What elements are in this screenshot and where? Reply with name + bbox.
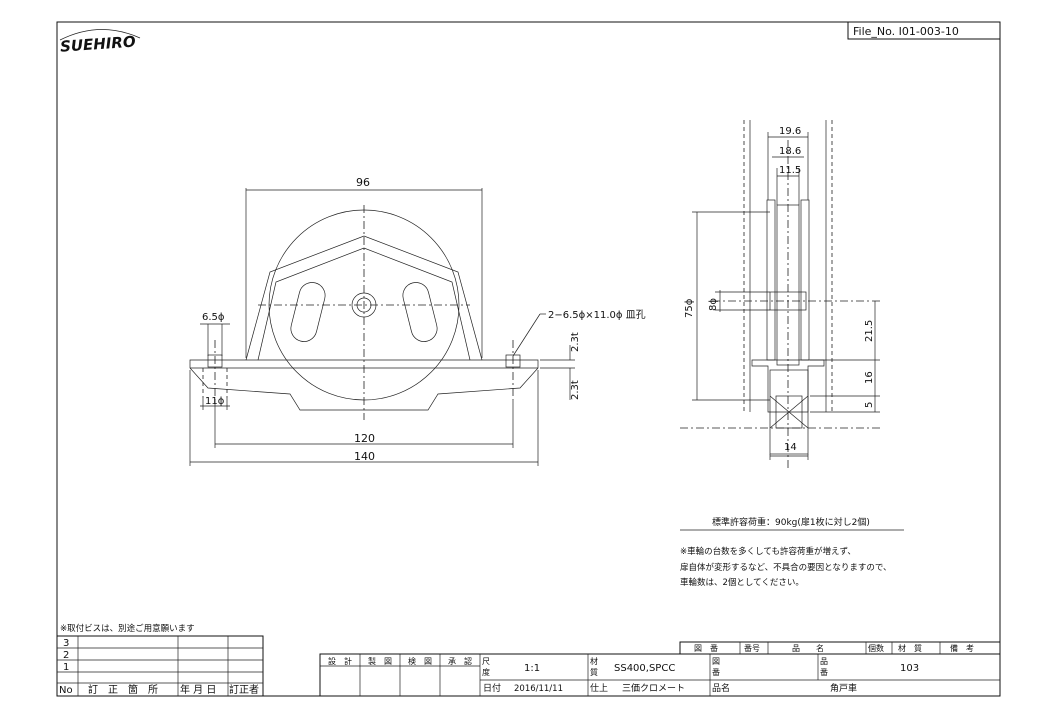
file-number-box: File_No. I01-003-10	[847, 21, 1001, 40]
dim-19-6: 19.6	[779, 126, 801, 137]
dim-140: 140	[354, 450, 375, 463]
svg-text:SUEHIRO: SUEHIRO	[59, 33, 136, 56]
date-value: 2016/11/11	[514, 684, 563, 694]
side-view: 19.6 18.6 11.5 75ϕ 8ϕ 21.5 16 5 14	[680, 120, 880, 470]
suehiro-logo: SUEHIRO	[59, 29, 141, 56]
parts-header-remarks: 備 考	[950, 643, 974, 653]
design-label: 設 計	[328, 656, 352, 666]
parts-header-qty: 個数	[868, 643, 884, 653]
date-label: 日付	[483, 683, 501, 694]
title-block: 設 計 製 図 検 図 承 認 尺 度 1:1 日付 2016/11/11 材 …	[319, 653, 1001, 697]
side-plate-left	[766, 199, 776, 361]
screw-note: ※取付ビスは、別途ご用意願います	[60, 623, 195, 634]
scale-value: 1:1	[524, 663, 540, 674]
parts-header-drawing-no: 図 番	[694, 643, 718, 653]
drawing-no-label-1: 図	[712, 657, 720, 666]
revision-header-person: 訂正者	[229, 683, 259, 696]
scale-label-1: 尺	[482, 657, 490, 666]
part-no-label-1: 品	[820, 657, 828, 666]
notes: 標準許容荷重：90kg(扉1枚に対し2個) ※車輪の台数を多くしても許容荷重が増…	[60, 516, 904, 634]
slot-right	[402, 282, 438, 342]
check-label: 検 図	[408, 656, 432, 666]
dim-120: 120	[354, 432, 375, 445]
dim-11-5: 11.5	[779, 165, 801, 176]
side-plate-right	[800, 199, 810, 361]
revision-header-place: 訂 正 箇 所	[88, 683, 158, 696]
parts-header-material: 材 質	[898, 643, 922, 653]
dim-2-3-top: 2.3t	[570, 332, 581, 352]
revision-row-1: 1	[63, 662, 69, 673]
dim-96: 96	[356, 176, 370, 189]
revision-header-date: 年 月 日	[180, 683, 216, 696]
dim-8: 8ϕ	[708, 298, 719, 311]
dim-14: 14	[784, 442, 797, 453]
part-no-label-2: 番	[820, 667, 828, 677]
material-value: SS400,SPCC	[614, 663, 675, 674]
revision-row-3: 3	[63, 638, 69, 649]
dim-2-3-bottom: 2.3t	[570, 380, 581, 400]
scale-label-2: 度	[482, 667, 490, 677]
material-label-2: 質	[590, 667, 598, 677]
dim-5: 5	[864, 402, 875, 408]
dim-18-6: 18.6	[779, 146, 801, 157]
finish-label: 仕上	[590, 682, 608, 694]
revision-row-2: 2	[63, 650, 69, 661]
load-note: 標準許容荷重：90kg(扉1枚に対し2個)	[712, 516, 870, 528]
parts-header-number: 番号	[744, 643, 760, 653]
dim-16: 16	[864, 371, 875, 384]
caution-line-1: ※車輪の台数を多くしても許容荷重が増えず、	[680, 546, 856, 557]
front-view: 96 120 140 6.5ϕ 11ϕ 2−6.5ϕ×11.0ϕ 皿孔 2.3t…	[189, 176, 646, 466]
hole-note: 2−6.5ϕ×11.0ϕ 皿孔	[548, 309, 646, 321]
file-number: File_No. I01-003-10	[853, 25, 959, 38]
dim-6-5: 6.5ϕ	[202, 312, 225, 323]
rail-section	[769, 369, 809, 455]
base-plate	[189, 359, 539, 411]
drafting-label: 製 図	[368, 656, 392, 666]
approval-label: 承 認	[448, 656, 472, 666]
caution-line-2: 扉自体が変形するなど、不具合の要因となりますので、	[680, 562, 891, 573]
name-value: 角戸車	[830, 682, 857, 694]
sheet-border	[56, 21, 1001, 697]
name-label: 品名	[712, 682, 730, 694]
dim-11: 11ϕ	[205, 396, 225, 407]
part-no-value: 103	[900, 663, 919, 674]
dim-75: 75ϕ	[684, 298, 695, 318]
revision-header-no: No	[59, 685, 73, 696]
parts-header-name: 品 名	[792, 643, 824, 653]
revision-table: 3 2 1 No 訂 正 箇 所 年 月 日 訂正者	[56, 635, 264, 697]
dim-21-5: 21.5	[864, 320, 875, 342]
material-label-1: 材	[590, 656, 598, 666]
finish-value: 三価クロメート	[622, 682, 685, 694]
slot-left	[290, 282, 326, 342]
drawing-no-label-2: 番	[712, 667, 720, 677]
caution-line-3: 車輪数は、2個としてください。	[680, 577, 804, 588]
bracket-plate	[245, 235, 483, 361]
parts-list-header: 図 番 番号 品 名 個数 材 質 備 考	[679, 641, 1001, 655]
